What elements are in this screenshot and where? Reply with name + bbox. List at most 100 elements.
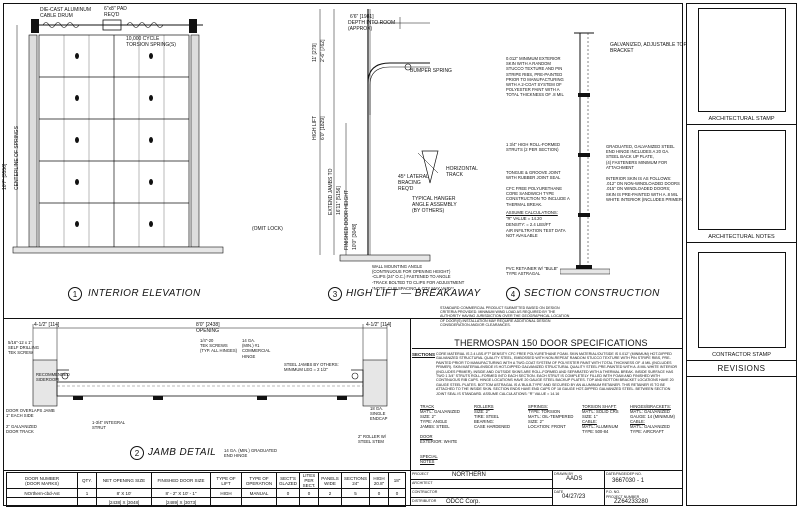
springs-spec-line: TYPE: TORSION [528, 409, 561, 414]
schedule-cell: 0 [275, 488, 301, 498]
roller-label: 2" ROLLER W/ STEEL STEM [358, 434, 387, 445]
schedule-header: TYPE OF OPERATION [241, 472, 277, 489]
hinges-brackets-spec: HINGES/BRACKETS: MAT'L: GALVANIZED GAUGE… [630, 404, 675, 434]
schedule-header: QTY. [77, 472, 97, 489]
schedule-header: DOOR NUMBER (DOOR MARKS) [6, 472, 78, 489]
hinges-brackets-line: GAUGE: 14 (MINIMUM) [630, 414, 675, 419]
door-schedule-table: DOOR NUMBER (DOOR MARKS) QTY. NET OPENIN… [6, 472, 407, 507]
track-spec: TRACK MAT'L: GALVANIZED SIZE: 2" TYPE: A… [420, 404, 460, 429]
architectural-notes-label: ARCHITECTURAL NOTES [708, 234, 775, 240]
rollers-spec-line: CASE HARDENED [474, 424, 511, 429]
assume-calculations-label: ASSUME CALCULATIONS: [506, 210, 558, 215]
cfc-core-label: CFC FREE POLYURETHANE CORE SANDWICH TYPE… [506, 186, 570, 207]
high-lift-drawing [319, 9, 439, 262]
jamb-left-dimension: 4-1/2" [114] [34, 322, 60, 328]
side-rule [686, 242, 797, 243]
schedule-header: LITES PER SECT. [299, 472, 320, 489]
po-label: P.O. NO. [606, 490, 621, 494]
title-block-rule [410, 488, 552, 489]
date-label: DATE [554, 490, 564, 494]
schedule-cell [6, 497, 78, 507]
tongue-groove-label: TONGUE & GROOVE JOINT WITH RUBBER JOINT … [506, 170, 561, 181]
schedule-cell: 8' X 10' [96, 488, 152, 498]
schedule-cell [77, 497, 97, 507]
schedule-row: NOrthern-cbd-Ast 1 8' X 10' 8' - 2" X 10… [6, 488, 407, 498]
schedule-cell: 2 [318, 488, 343, 498]
door-track-label: 2" GALVANIZED DOOR TRACK [6, 424, 37, 435]
schedule-cell: NOrthern-cbd-Ast [6, 488, 78, 498]
horizontal-track-label: HORIZONTAL TRACK [446, 166, 478, 178]
door-spec-heading: DOOR [420, 434, 433, 439]
torsion-shaft-line: MAT'L: SOLID CRS [582, 409, 619, 414]
specs-title: THERMOSPAN 150 DOOR SPECIFICATIONS [454, 338, 648, 348]
schedule-cell: 5 [341, 488, 371, 498]
bumper-spring-label: BUMPER SPRING [410, 68, 452, 74]
pad-label: 6"x8" PAD REQ'D [104, 6, 127, 18]
schedule-cell: 1 [77, 488, 97, 498]
schedule-header: NET OPENING SIZE [96, 472, 152, 489]
depth-into-room-label: DEPTH INTO ROOM (APPROX) [348, 20, 396, 32]
end-hinge-label: GRADUATED, GALVANIZED STEEL END HINGE IN… [606, 144, 675, 170]
rollers-spec-line: SIZE: 2" [474, 409, 490, 414]
project-number-value: ZZ64233280 [614, 499, 649, 505]
door-spec: DOOR EXTERIOR: WHITE [420, 434, 457, 444]
rollers-spec-line: TIRE: STEEL [474, 414, 500, 419]
dimension-2-6: 2'-6" [762] [320, 39, 326, 62]
schedule-cell: [2489] X [3073] [151, 497, 211, 507]
height-dimension: 10'7" [3556] [2, 163, 8, 190]
lag-screws-label: 1/4"-20 TEK SCREWS (TYP. ALL HINGES) [200, 338, 238, 354]
jamb-center-dimension: 8'0" [2438] [196, 322, 220, 328]
hinges-brackets-line: MAT'L: GALVANIZED [630, 424, 670, 429]
omit-lock-label: (OMIT LOCK) [252, 226, 283, 232]
high-lift-dimension: 6'0" [1829] [320, 116, 326, 140]
fdh-dimension: 10'0" [3048] [352, 223, 358, 250]
dimension-11: 11' [279] [312, 43, 318, 62]
schedule-cell: 0 [388, 488, 407, 498]
interior-elevation-drawing [12, 19, 224, 254]
total-height-dimension: 16'11" [5156] [336, 186, 342, 215]
schedule-header: 18" [388, 472, 407, 489]
side-rule [686, 360, 797, 361]
schedule-header: PANELS WIDE [318, 472, 343, 489]
struts-label: 1 3/4" HIGH ROLL-FORMED STRUTS (2 PER SE… [506, 142, 561, 153]
schedule-cell [341, 497, 371, 507]
rollers-spec-line: BEARING: [474, 419, 495, 424]
springs-spec-line: LOCATION: FRONT [528, 424, 566, 429]
r-value-label: "R" VALUE = 14.20 [506, 216, 542, 221]
tek-screw-label: 5/16"-12 x 1" SELF DRILLING TEK SCREW [8, 340, 39, 356]
exterior-skin-label: 0.012" MINIMUM EXTERIOR SKIN WITH A RAND… [506, 56, 564, 98]
schedule-header-row: DOOR NUMBER (DOOR MARKS) QTY. NET OPENIN… [6, 472, 407, 489]
schedule-cell: 0 [369, 488, 390, 498]
distributor-name: ODCC Corp. [446, 499, 481, 505]
extend-jambs-label: EXTEND JAMBS TO [328, 168, 334, 216]
distributor-label: DISTRIBUTOR [412, 499, 437, 503]
schedule-divider [3, 470, 683, 471]
torsion-shaft-line: TYPE: 500-84 [582, 429, 609, 434]
schedule-cell: HIGH [210, 488, 242, 498]
hinges-brackets-line: MAT'L: GALVANIZED [630, 409, 670, 414]
dwg-value: 3667030 - 1 [612, 478, 645, 484]
graduated-hinge-label: 14 GA. (MIN.) GRADUATED END HINGE [224, 448, 277, 459]
drawn-by-label: DRAWN BY [554, 472, 574, 476]
view-1-caption: INTERIOR ELEVATION [88, 288, 201, 299]
die-cast-drum-label: DIE-CAST ALUMINUM CABLE DRUM [40, 7, 92, 19]
hinges-brackets-line: TYPE: AIRCRAFT [630, 429, 664, 434]
contractor-label: CONTRACTOR [412, 490, 438, 494]
air-infiltration-label: AIR INFILTRATION TEST DATA NOT AVAILABLE [506, 228, 566, 239]
schedule-cell: MANUAL [241, 488, 277, 498]
section-construction-drawing [560, 32, 610, 275]
schedule-cell [275, 497, 301, 507]
view-divider [3, 318, 683, 319]
schedule-cell [241, 497, 277, 507]
torsion-shaft-line: CABLE: [582, 419, 597, 424]
recommended-sideroom-label: RECOMMENDED SIDEROOM [36, 372, 70, 383]
view-4-caption: SECTION CONSTRUCTION [524, 288, 660, 299]
schedule-cell: [2438] X [3048] [96, 497, 152, 507]
finished-door-height-label: FINISHED DOOR HEIGHT [344, 189, 350, 250]
track-spec-line: TYPE: ANGLE [420, 419, 448, 424]
schedule-header: TYPE OF LIFT [210, 472, 242, 489]
track-spec-line: MAT'L: GALVANIZED [420, 409, 460, 414]
torsion-shaft-spec: TORSION SHAFT: MAT'L: SOLID CRS SIZE: 1"… [582, 404, 619, 434]
springs-spec-heading: SPRINGS: [528, 404, 549, 409]
architect-label: ARCHITECT [412, 481, 433, 485]
